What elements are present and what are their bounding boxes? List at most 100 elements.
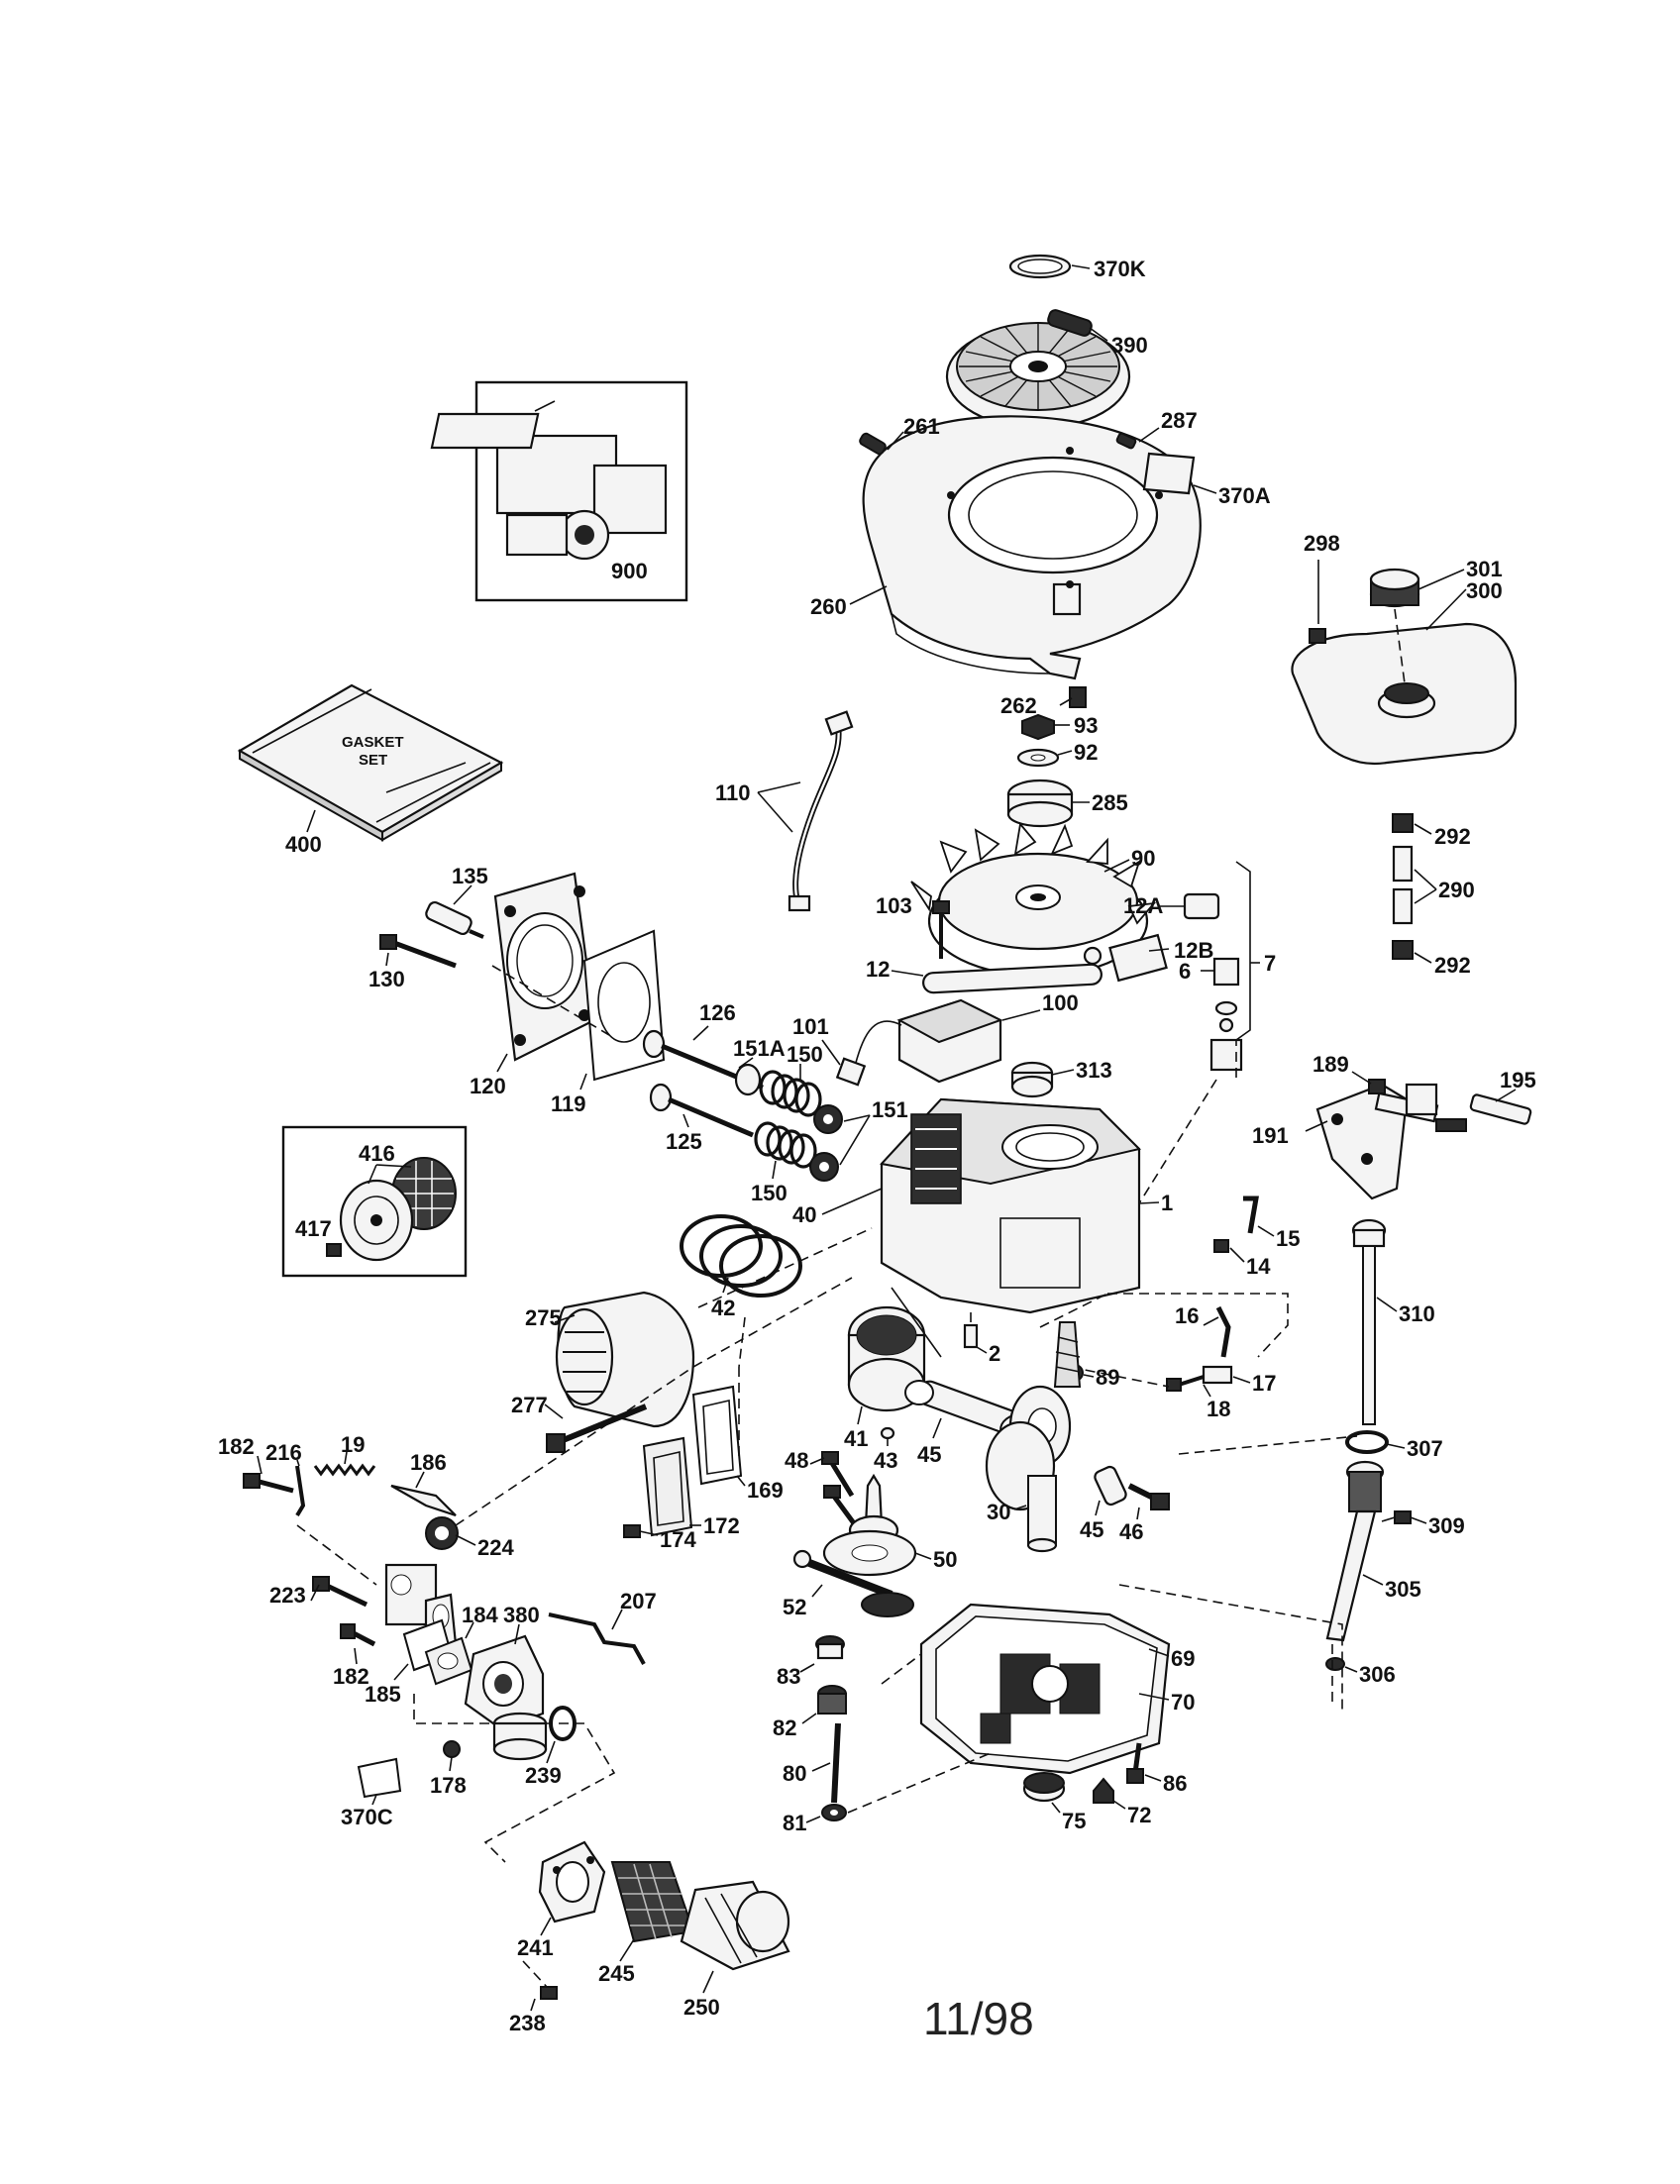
spark-plug-135 [425,884,484,939]
label-72: 72 [1127,1803,1151,1827]
label-182-bottom: 182 [333,1664,369,1689]
label-126: 126 [699,1000,736,1025]
screws-48 [809,1451,857,1525]
label-300: 300 [1466,578,1503,603]
label-1: 1 [1161,1191,1173,1215]
screw-103 [932,900,950,959]
label-245: 245 [598,1961,635,1986]
parts-14-15 [1213,1196,1275,1263]
gasket-set-text-2: SET [359,752,387,769]
label-12A: 12A [1123,893,1163,918]
label-14: 14 [1246,1254,1271,1279]
bolt-277 [544,1404,648,1453]
seal-239 [546,1706,577,1764]
label-150-lower: 150 [751,1181,788,1205]
date-code: 11/98 [923,1993,1034,2044]
label-400: 400 [285,832,322,857]
flywheel-hardware [1006,686,1090,828]
label-101: 101 [792,1014,829,1039]
label-277: 277 [511,1393,548,1417]
label-150-upper: 150 [787,1042,823,1067]
label-93: 93 [1074,713,1098,738]
screw-261 [859,431,904,456]
label-182-top: 182 [218,1434,255,1459]
label-305: 305 [1385,1577,1421,1602]
label-207: 207 [620,1589,657,1613]
ignition-coil-100 [821,998,1041,1087]
label-184: 184 [462,1603,498,1627]
label-82: 82 [773,1716,796,1740]
label-191: 191 [1252,1123,1289,1148]
label-119: 119 [551,1092,586,1116]
gasket-set: GASKET SET [237,683,504,842]
label-19: 19 [341,1432,365,1457]
label-41: 41 [844,1426,868,1451]
plug-72 [1093,1777,1126,1810]
label-186: 186 [410,1450,447,1475]
bolt-86 [1126,1742,1162,1784]
camshaft-50 [822,1473,932,1577]
cylinder-head-120 [493,872,596,1073]
label-75: 75 [1062,1809,1086,1833]
head-gasket-119 [579,929,666,1091]
seal-306 [1325,1657,1358,1673]
gasket-169 [691,1385,746,1487]
label-292-bottom: 292 [1434,953,1471,978]
label-135: 135 [452,864,488,888]
label-2: 2 [989,1341,1000,1366]
label-90: 90 [1131,846,1155,871]
label-83: 83 [777,1664,800,1689]
control-bracket-191 [1305,1071,1532,1200]
label-92: 92 [1074,740,1098,765]
label-151: 151 [872,1097,908,1122]
label-46: 46 [1119,1519,1143,1544]
label-290: 290 [1438,878,1475,902]
label-174: 174 [660,1527,696,1552]
label-52: 52 [783,1595,806,1619]
cylinder-block [880,1097,1160,1332]
recoil-starter [945,254,1131,430]
label-380: 380 [503,1603,540,1627]
label-416: 416 [359,1141,395,1166]
valve-spring-upper [734,1057,822,1117]
label-16: 16 [1175,1303,1199,1328]
filter-element-245 [610,1861,695,1962]
label-417: 417 [295,1216,332,1241]
label-224: 224 [477,1535,514,1560]
dipstick-310 [1351,1218,1398,1425]
throttle-parts-left [243,1451,457,1517]
seal-75 [1022,1772,1066,1814]
label-250: 250 [683,1995,720,2020]
label-216: 216 [265,1440,302,1465]
air-cleaner-base-241 [538,1840,606,1936]
label-261: 261 [903,414,940,439]
label-100: 100 [1042,990,1079,1015]
label-178: 178 [430,1773,467,1798]
gasket-185-184 [393,1618,474,1686]
label-292-top: 292 [1434,824,1471,849]
oil-pump-stack [799,1635,847,1823]
label-313: 313 [1076,1058,1112,1083]
valve-spring-lower [754,1121,817,1180]
screw-309 [1381,1510,1427,1524]
label-30: 30 [987,1500,1010,1524]
ignition-wire [757,710,854,912]
starter-leaders [1071,264,1108,342]
label-86: 86 [1163,1771,1187,1796]
label-370C: 370C [341,1805,393,1829]
label-185: 185 [365,1682,401,1707]
label-390: 390 [1111,333,1148,358]
label-262: 262 [1000,693,1037,718]
label-241: 241 [517,1935,554,1960]
label-172: 172 [703,1513,740,1538]
label-18: 18 [1207,1397,1230,1421]
label-110: 110 [715,780,751,805]
label-275: 275 [525,1305,562,1330]
label-900: 900 [611,559,648,583]
label-260: 260 [810,594,847,619]
label-89: 89 [1096,1365,1119,1390]
dowel-2 [963,1323,988,1354]
crankshaft-30 [985,1321,1082,1553]
retainers-151 [809,1104,871,1182]
